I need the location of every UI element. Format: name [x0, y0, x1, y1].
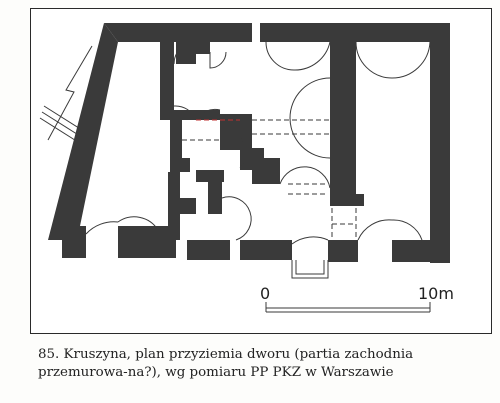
scale-end-label: 10m: [418, 284, 454, 303]
inner-walls: [160, 23, 364, 240]
floor-plan-drawing: 0 10m: [39, 23, 454, 313]
south-wall-4: [240, 240, 292, 260]
east-wall: [430, 23, 450, 263]
south-wall-2: [118, 226, 176, 258]
scale-bar: 0 10m: [260, 284, 454, 313]
figure-caption: 85. Kruszyna, plan przyziemia dworu (par…: [38, 347, 414, 380]
north-arrow-icon: [39, 45, 93, 143]
dashed-openings: [182, 119, 357, 240]
scale-start-label: 0: [260, 284, 270, 303]
south-wall-5: [328, 240, 358, 262]
north-wall-west: [104, 23, 252, 42]
west-wall: [48, 23, 118, 240]
south-wall-6: [392, 240, 450, 262]
south-wall-1: [62, 226, 86, 258]
entrance-step: [291, 260, 329, 279]
south-wall-3: [187, 240, 230, 260]
door-swings: [85, 41, 431, 245]
